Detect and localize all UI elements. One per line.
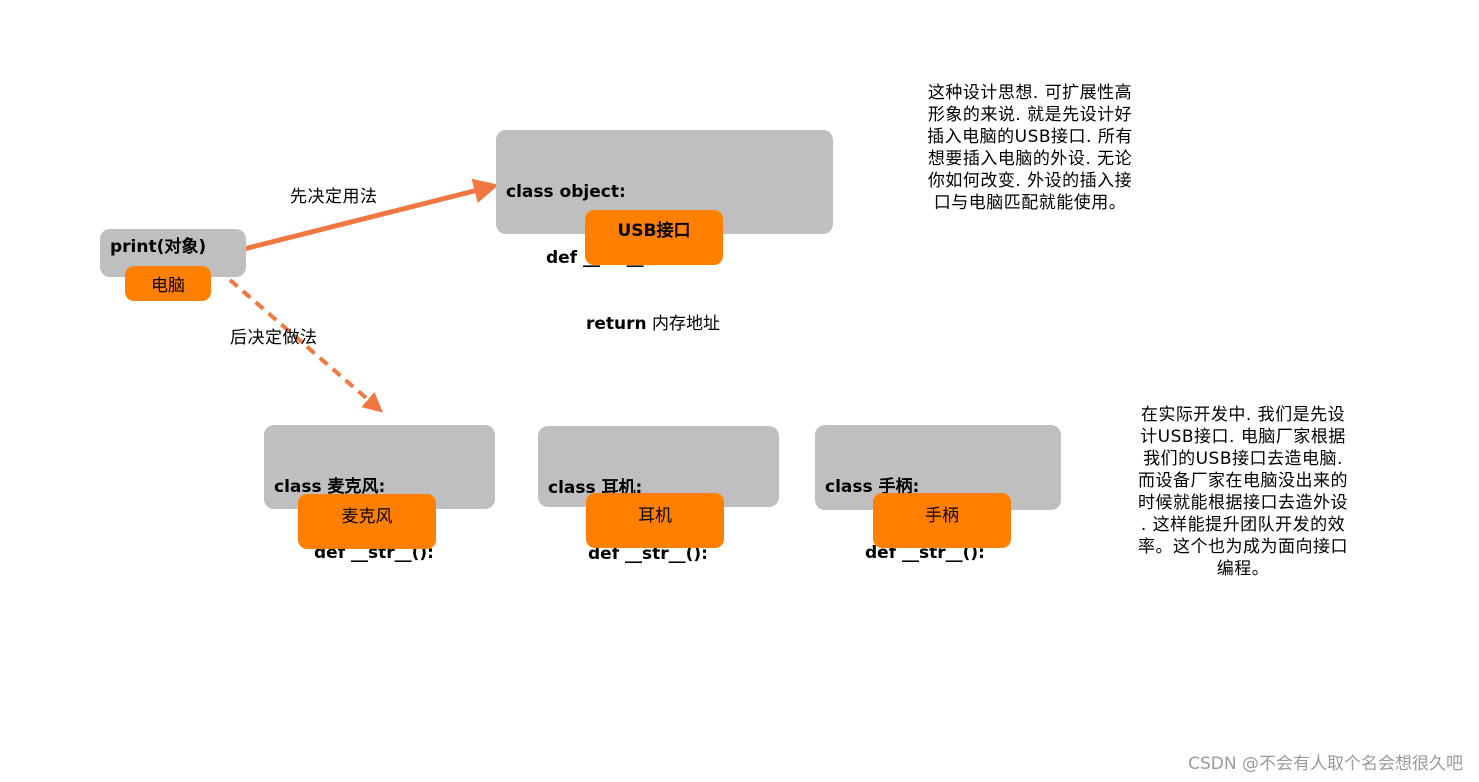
class-code-microphone: class 麦克风: def __str__(): [274, 432, 434, 586]
note-bottom-line: 编程。 [1216, 559, 1270, 579]
note-bottom-line: . 这样能提升团队开发的效 [1140, 515, 1346, 535]
note-top-line: 这种设计思想. 可扩展性高 [927, 83, 1133, 103]
tag-gamepad: 手柄 [873, 493, 1011, 548]
return-keyword: return [586, 314, 647, 334]
note-bottom-line: 在实际开发中. 我们是先设 [1140, 405, 1346, 425]
arrow-first-decide-usage [239, 178, 499, 253]
def-line-headphones: def __str__(): [588, 544, 708, 564]
note-top-line: 口与电脑匹配就能使用。 [933, 193, 1127, 213]
object-class-line1: class object: [506, 182, 626, 202]
note-bottom-line: 时候就能根据接口去造外设 [1138, 493, 1348, 513]
note-top-line: 插入电脑的USB接口. 所有 [927, 127, 1133, 147]
class-line-gamepad: class 手柄: [825, 477, 920, 497]
tag-headphones: 耳机 [586, 493, 724, 548]
class-line-microphone: class 麦克风: [274, 477, 386, 497]
class-code-gamepad: class 手柄: def __str__(): [825, 432, 985, 586]
label-first-decide-usage: 先决定用法 [290, 187, 378, 207]
label-later-decide-implementation: 后决定做法 [230, 328, 318, 348]
tag-usb-interface: USB接口 [585, 210, 723, 265]
note-top: 这种设计思想. 可扩展性高 形象的来说. 就是先设计好 插入电脑的USB接口. … [895, 82, 1165, 214]
tag-computer: 电脑 [125, 266, 211, 301]
return-value: 内存地址 [646, 314, 721, 334]
object-return-line: return 内存地址 [506, 313, 720, 335]
note-top-line: 你如何改变. 外设的插入接 [927, 171, 1133, 191]
note-bottom-line: 率。这个也为成为面向接口 [1138, 537, 1348, 557]
note-bottom-line: 而设备厂家在电脑没出来的 [1138, 471, 1348, 491]
note-bottom-line: 我们的USB接口去造电脑. [1143, 449, 1343, 469]
note-bottom: 在实际开发中. 我们是先设 计USB接口. 电脑厂家根据 我们的USB接口去造电… [1108, 404, 1378, 580]
note-top-line: 想要插入电脑的外设. 无论 [927, 149, 1133, 169]
note-top-line: 形象的来说. 就是先设计好 [927, 105, 1133, 125]
def-line-gamepad: def __str__(): [865, 543, 985, 563]
tag-microphone: 麦克风 [298, 494, 436, 549]
print-code: print(对象) [110, 237, 207, 257]
watermark: CSDN @不会有人取个名会想很久吧 [1188, 754, 1463, 774]
note-bottom-line: 计USB接口. 电脑厂家根据 [1140, 427, 1346, 447]
